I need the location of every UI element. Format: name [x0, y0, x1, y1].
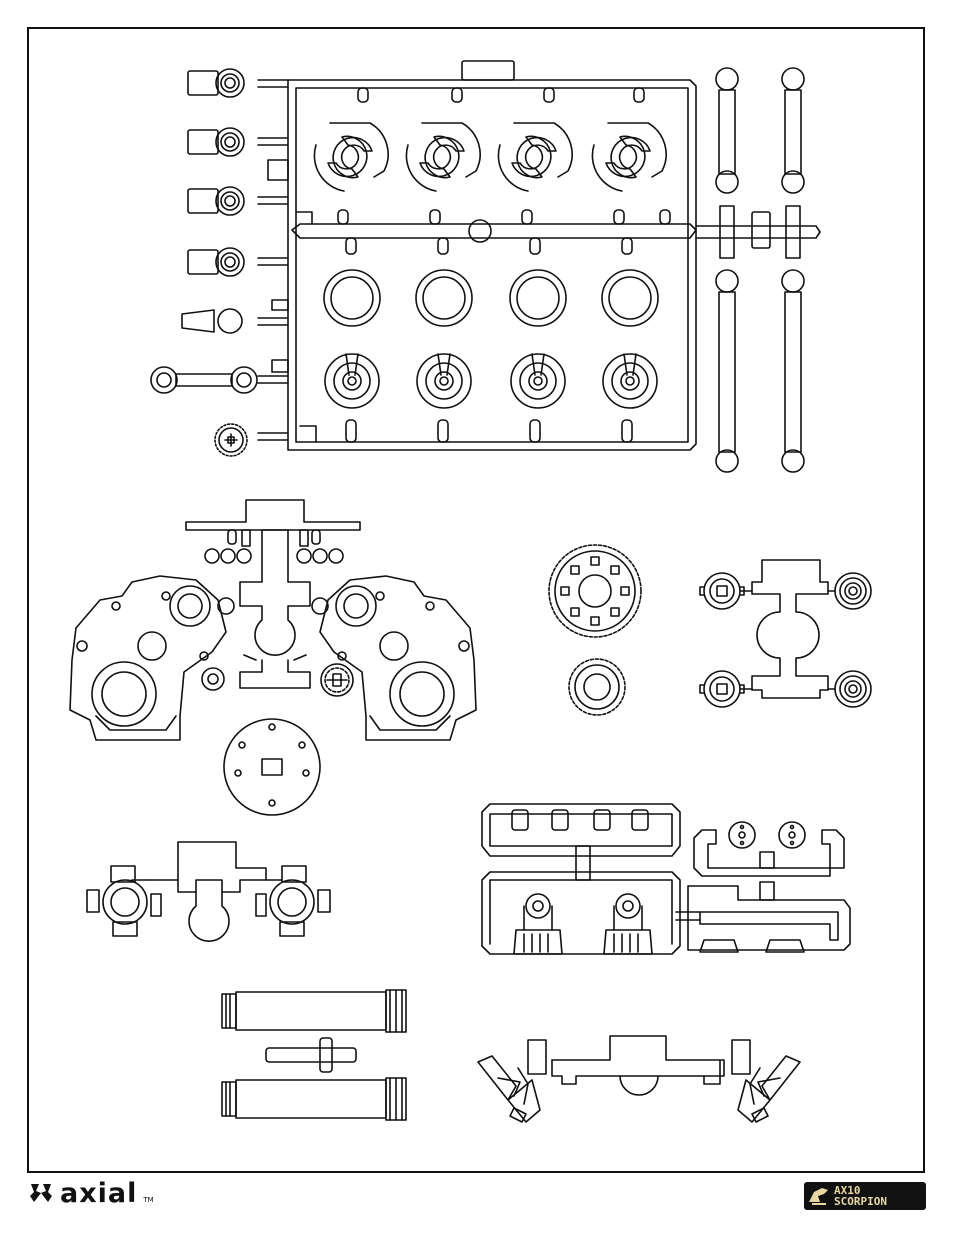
ax10-scorpion-logo: AX10 SCORPION — [804, 1182, 926, 1210]
axial-logo-text: axial — [60, 1178, 137, 1209]
axial-logo-tm: TM — [143, 1196, 153, 1204]
shock-pistons — [325, 354, 657, 408]
slipper-plate — [224, 719, 320, 815]
transmission-parts — [70, 500, 476, 815]
shock-spacer-clips — [314, 123, 666, 191]
shock-bodies — [222, 990, 406, 1120]
logo-line-scorpion: SCORPION — [834, 1196, 887, 1207]
spur-gears — [549, 545, 641, 715]
left-runner-stubs — [258, 80, 316, 442]
axial-mark-icon — [28, 1180, 54, 1206]
steering-knuckles — [87, 842, 330, 941]
diff-parts-tree — [700, 560, 871, 707]
scorpion-icon — [806, 1184, 832, 1208]
shock-cap-rings — [324, 270, 658, 326]
shock-parts-tree — [151, 61, 820, 472]
rod-ends — [151, 69, 257, 456]
shock-cap-tree — [482, 804, 850, 954]
shock-mount-tree — [478, 1036, 800, 1122]
shock-shafts — [696, 68, 820, 472]
axial-logo: axial TM — [28, 1178, 154, 1208]
